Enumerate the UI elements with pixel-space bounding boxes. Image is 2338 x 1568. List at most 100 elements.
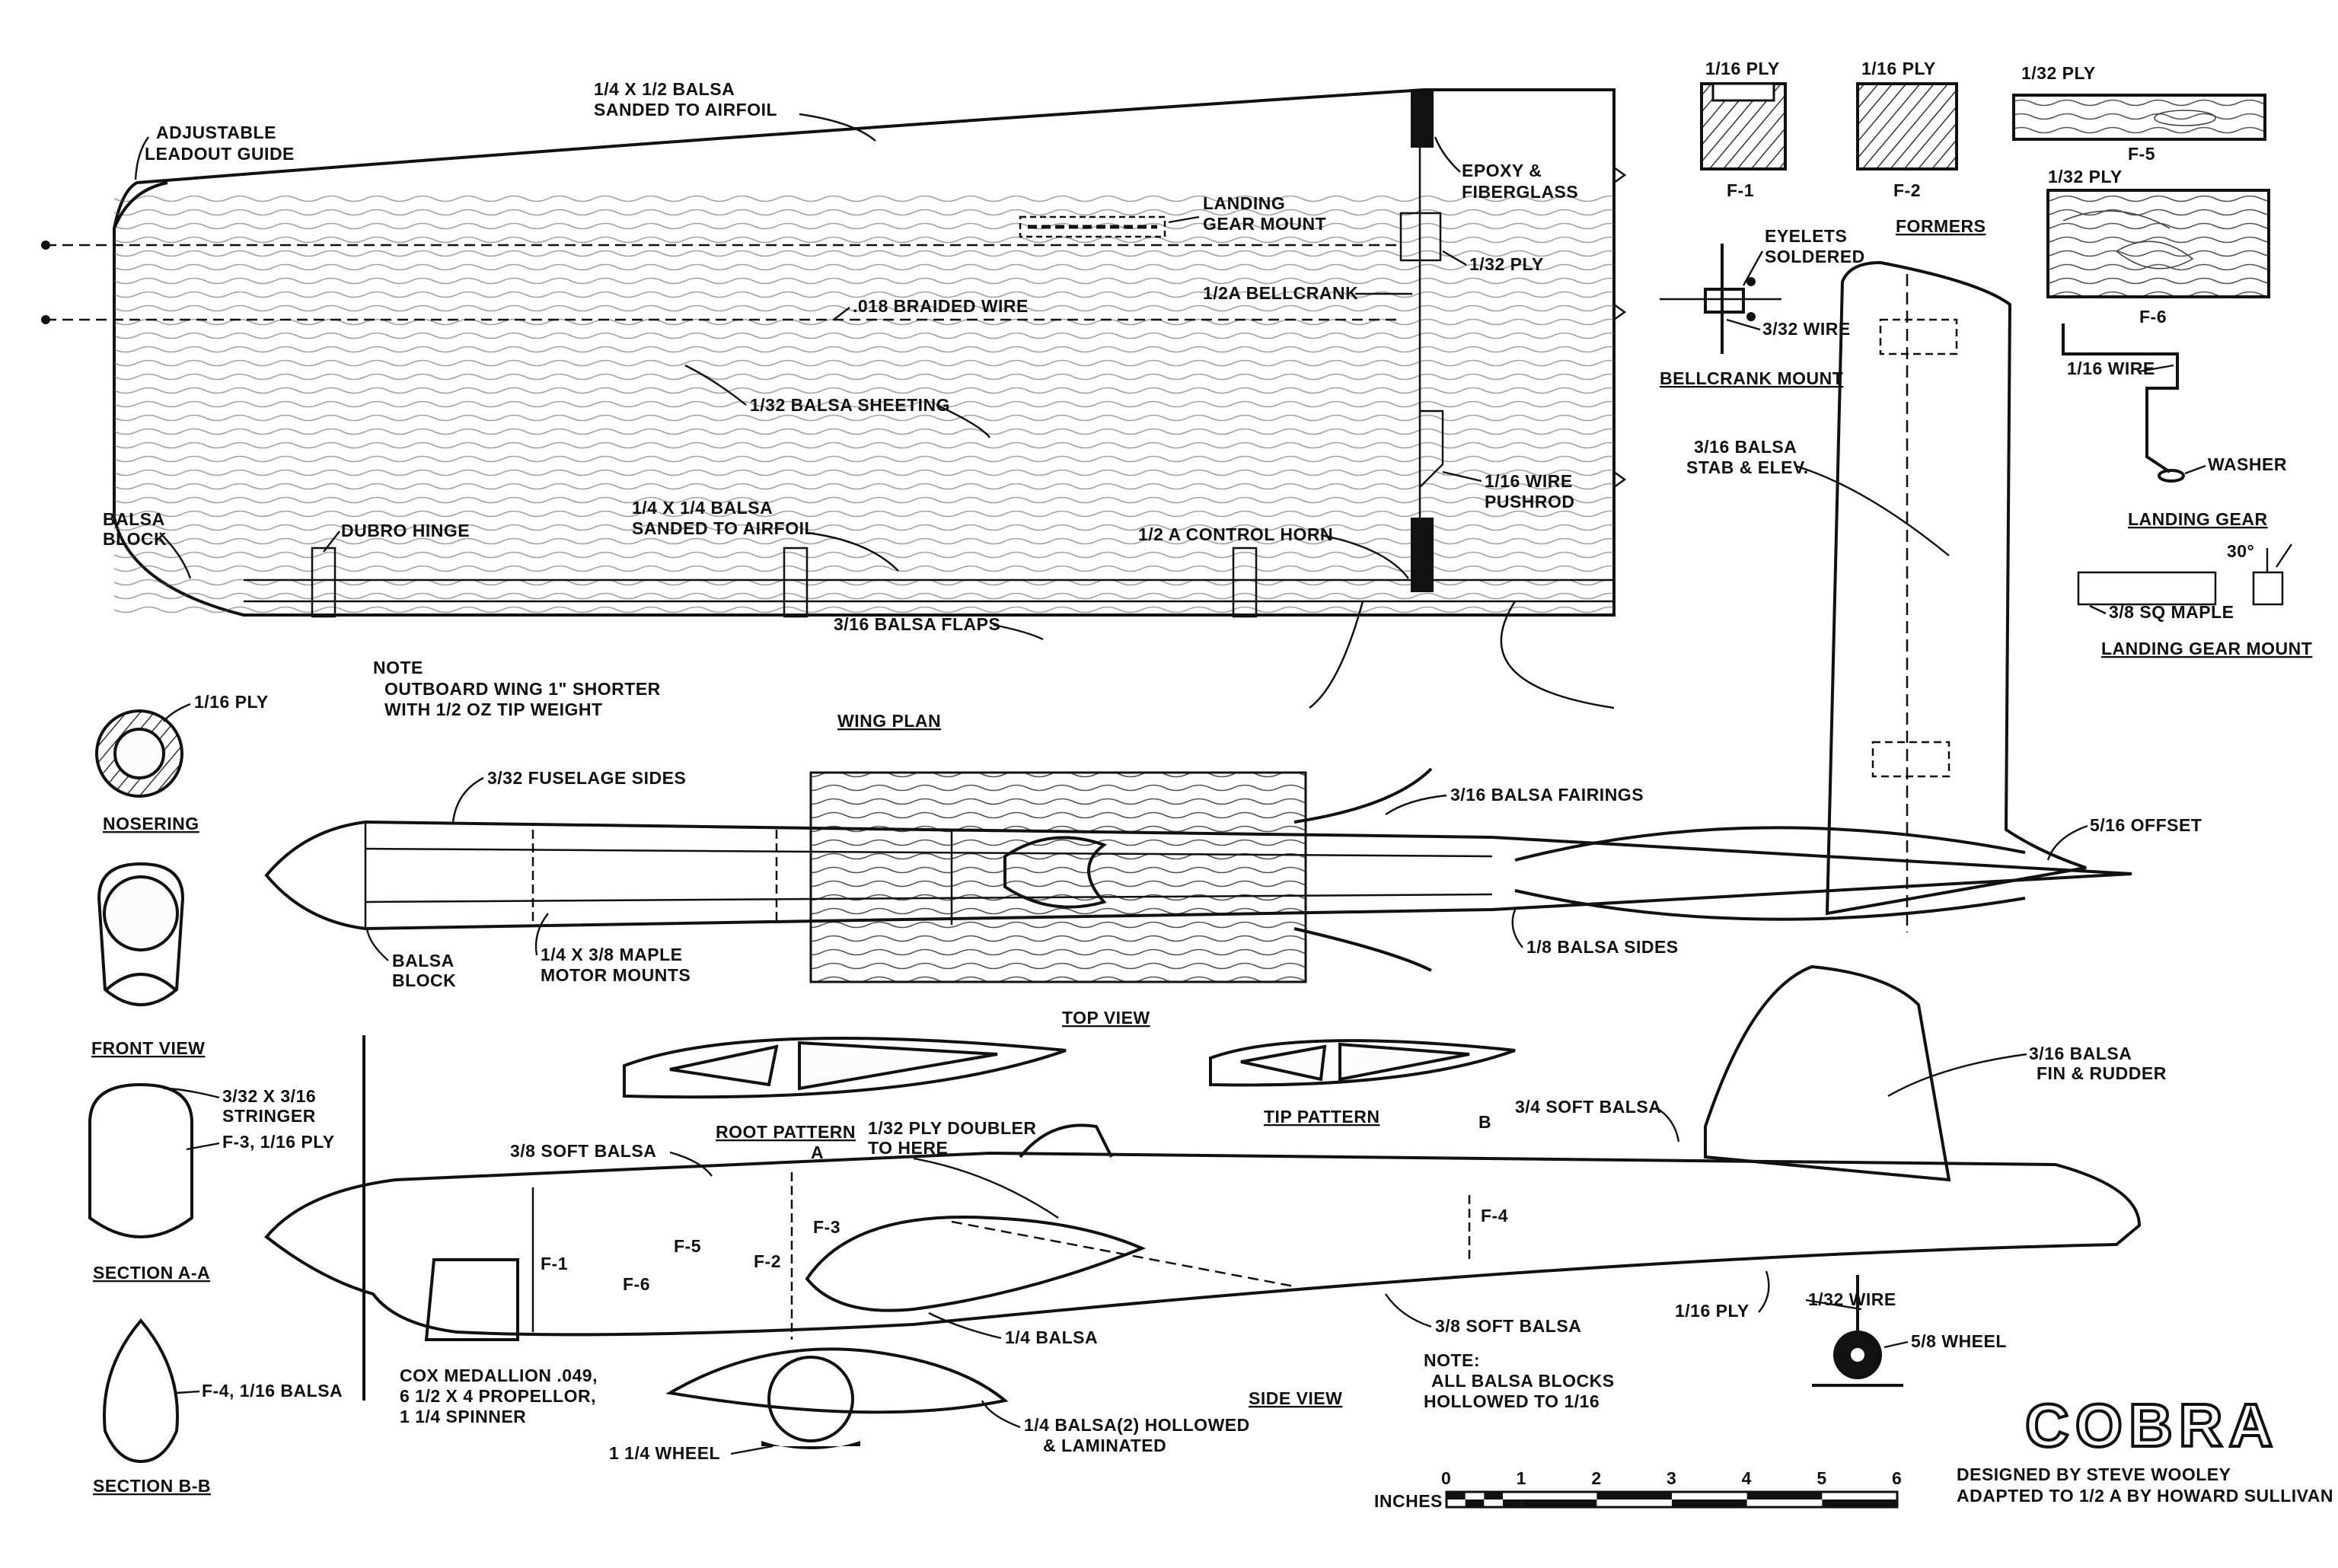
label-engine-1: COX MEDALLION .049, — [400, 1366, 598, 1385]
label-side-f5: F-5 — [674, 1236, 701, 1256]
label-landing-gear-mount-2: GEAR MOUNT — [1203, 214, 1326, 234]
label-te-2: SANDED TO AIRFOIL — [632, 518, 815, 538]
label-washer: WASHER — [2208, 454, 2287, 474]
title-landing-gear: LANDING GEAR — [2128, 509, 2268, 529]
label-fin-1: 3/16 BALSA — [2029, 1044, 2132, 1063]
label-soft-34: 3/4 SOFT BALSA — [1515, 1097, 1661, 1117]
label-stab-2: STAB & ELEV. — [1686, 457, 1809, 477]
landing-gear: 1/16 WIRE WASHER LANDING GEAR 30° 3/8 SQ… — [2062, 323, 2312, 658]
label-wing-le-2: SANDED TO AIRFOIL — [594, 100, 777, 120]
label-balsa-block-2: BLOCK — [103, 529, 167, 549]
scale-tick-label: 0 — [1441, 1468, 1451, 1488]
label-doubler-2: TO HERE — [868, 1138, 948, 1158]
label-fin-2: FIN & RUDDER — [2037, 1063, 2167, 1083]
label-side-f4: F-4 — [1481, 1206, 1508, 1225]
scale-segment — [1596, 1492, 1672, 1499]
label-laminated-1: 1/4 BALSA(2) HOLLOWED — [1024, 1415, 1250, 1435]
label-f6-ply: 1/32 PLY — [2048, 167, 2123, 186]
label-fuselage-sides: 3/32 FUSELAGE SIDES — [487, 768, 686, 788]
label-note2-2: ALL BALSA BLOCKS — [1431, 1371, 1615, 1391]
title-section-a: SECTION A-A — [93, 1263, 210, 1283]
label-balsa-block-1: BALSA — [103, 509, 165, 529]
label-bellcrank: 1/2A BELLCRANK — [1203, 283, 1358, 303]
scale-segment — [1746, 1492, 1823, 1499]
label-wing-le-1: 1/4 X 1/2 BALSA — [594, 79, 735, 99]
label-note-3: WITH 1/2 OZ TIP WEIGHT — [384, 700, 603, 719]
label-pushrod-2: PUSHROD — [1485, 492, 1575, 512]
label-f5: F-5 — [2128, 144, 2155, 164]
label-leadout-1: ADJUSTABLE — [156, 123, 276, 142]
title-root-pattern: ROOT PATTERN — [716, 1122, 856, 1142]
scale-segment — [1484, 1492, 1503, 1499]
label-angle: 30° — [2227, 541, 2254, 561]
label-fairings: 3/16 BALSA FAIRINGS — [1450, 785, 1644, 805]
title-bellcrank-mount: BELLCRANK MOUNT — [1660, 368, 1843, 388]
label-soft-38-b: 3/8 SOFT BALSA — [1435, 1316, 1581, 1336]
drawing-title: COBRA — [2025, 1391, 2279, 1459]
label-laminated-2: & LAMINATED — [1043, 1436, 1166, 1455]
scale-tick-label: 3 — [1667, 1468, 1676, 1488]
label-engine-3: 1 1/4 SPINNER — [400, 1407, 526, 1426]
scale-segment — [1503, 1499, 1522, 1507]
root-pattern: ROOT PATTERN — [623, 1037, 1067, 1142]
label-epoxy-1: EPOXY & — [1462, 161, 1542, 180]
label-f6: F-6 — [2139, 307, 2167, 327]
former-f2 — [1856, 82, 1958, 171]
credit-designer: DESIGNED BY STEVE WOOLEY — [1957, 1464, 2231, 1484]
label-f5-ply: 1/32 PLY — [2021, 63, 2096, 83]
label-pushrod-1: 1/16 WIRE — [1485, 471, 1573, 491]
bellcrank-mount: EYELETS SOLDERED 3/32 WIRE BELLCRANK MOU… — [1660, 226, 1865, 388]
title-front-view: FRONT VIEW — [91, 1038, 205, 1058]
label-epoxy-2: FIBERGLASS — [1462, 182, 1578, 202]
title-landing-gear-mount: LANDING GEAR MOUNT — [2101, 639, 2312, 658]
title-formers: FORMERS — [1896, 216, 1986, 236]
label-sheeting: 1/32 BALSA SHEETING — [750, 395, 950, 415]
label-section-b: B — [1478, 1112, 1491, 1132]
label-f2: F-2 — [1893, 180, 1921, 200]
scale-segment — [1465, 1499, 1485, 1507]
label-nosering-ply: 1/16 PLY — [194, 692, 269, 712]
scale-segment — [1446, 1492, 1466, 1499]
label-section-a: A — [811, 1143, 824, 1162]
label-dubro-hinge: DUBRO HINGE — [341, 521, 470, 540]
label-f2-ply: 1/16 PLY — [1861, 59, 1936, 78]
label-leadout-2: LEADOUT GUIDE — [145, 144, 295, 164]
label-balsa-14: 1/4 BALSA — [1005, 1327, 1098, 1347]
credit-adapter: ADAPTED TO 1/2 A BY HOWARD SULLIVAN — [1957, 1486, 2333, 1506]
wing-plan: 1/4 X 1/2 BALSA SANDED TO AIRFOIL ADJUST… — [41, 79, 1627, 731]
label-side-f1: F-1 — [541, 1254, 568, 1273]
label-stringer-1: 3/32 X 3/16 — [222, 1086, 316, 1106]
label-note2-3: HOLLOWED TO 1/16 — [1424, 1391, 1600, 1411]
label-f4-balsa: F-4, 1/16 BALSA — [202, 1381, 343, 1401]
label-eyelets-2: SOLDERED — [1765, 247, 1865, 266]
label-wire-132: 1/32 WIRE — [1808, 1289, 1896, 1309]
label-stab-1: 3/16 BALSA — [1694, 437, 1797, 457]
scale-unit: INCHES — [1374, 1491, 1443, 1511]
label-f1: F-1 — [1727, 180, 1754, 200]
label-eyelets-1: EYELETS — [1765, 226, 1847, 246]
label-f3-ply: F-3, 1/16 PLY — [222, 1132, 335, 1152]
tip-pattern: TIP PATTERN — [1209, 1039, 1516, 1127]
label-side-f6: F-6 — [623, 1274, 650, 1294]
formers-group: 1/16 PLY F-1 1/16 PLY F-2 1/32 PLY F-5 1… — [1700, 59, 2270, 327]
label-motor-mounts-2: MOTOR MOUNTS — [541, 965, 691, 985]
title-nosering: NOSERING — [103, 814, 199, 833]
label-control-horn: 1/2 A CONTROL HORN — [1138, 524, 1333, 544]
scale-segment — [1521, 1499, 1597, 1507]
label-f1-ply: 1/16 PLY — [1705, 59, 1780, 78]
front-view: FRONT VIEW — [91, 862, 205, 1058]
scale-tick-label: 6 — [1892, 1468, 1902, 1488]
title-wing-plan: WING PLAN — [837, 711, 941, 731]
section-a-a: 3/32 X 3/16 STRINGER F-3, 1/16 PLY SECTI… — [88, 1082, 335, 1283]
label-ply-116: 1/16 PLY — [1675, 1301, 1750, 1321]
label-stringer-2: STRINGER — [222, 1106, 316, 1126]
top-view: 3/32 FUSELAGE SIDES 3/16 BALSA FAIRINGS … — [264, 767, 2132, 1028]
label-wheel-114: 1 1/4 WHEEL — [609, 1443, 720, 1463]
label-wire-116: 1/16 WIRE — [2067, 359, 2155, 378]
label-balsa-block-top-2: BLOCK — [392, 970, 456, 990]
scale-segment — [1672, 1499, 1747, 1507]
label-note-1: NOTE — [373, 658, 423, 677]
